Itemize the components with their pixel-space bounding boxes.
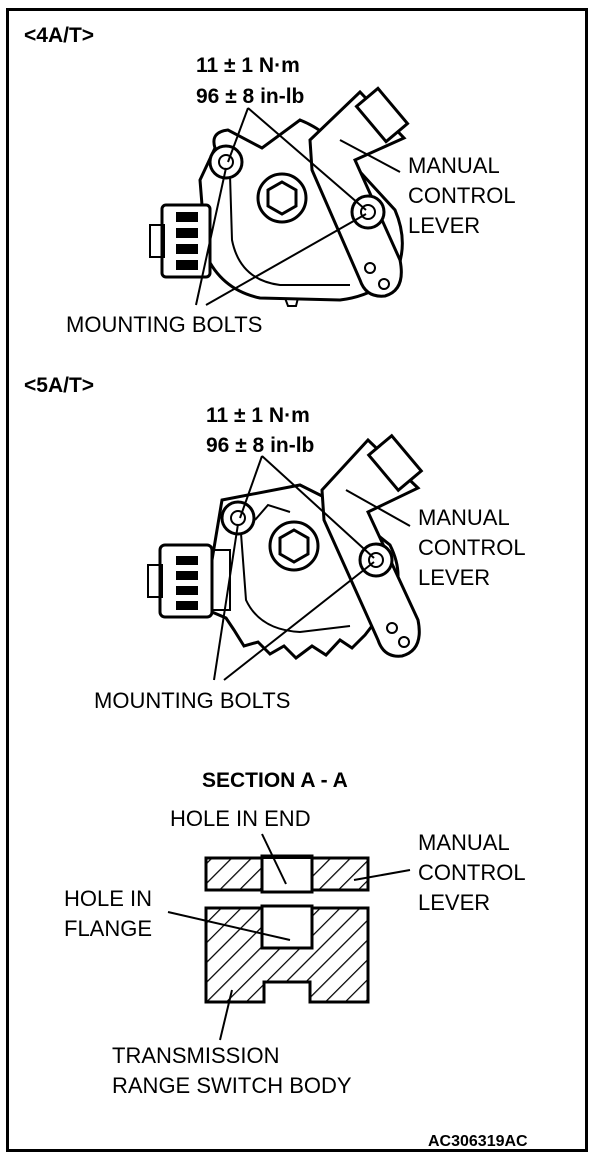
aa-lever-label-line1: MANUAL (418, 830, 510, 855)
diagram-5at: <5A/T> 11 ± 1 N·m 96 ± 8 in-lb (24, 374, 526, 713)
section-aa-title: SECTION A - A (202, 769, 348, 792)
lever-label-5at-line3: LEVER (418, 565, 490, 590)
center-nut-4at (256, 172, 308, 224)
aa-lever-label-line3: LEVER (418, 890, 490, 915)
body-label-line1: TRANSMISSION (112, 1043, 279, 1068)
torque-inlb-4at: 96 ± 8 in-lb (196, 85, 304, 108)
lever-label-4at-line1: MANUAL (408, 153, 500, 178)
aa-lever-label-line2: CONTROL (418, 860, 526, 885)
bolts-label-5at: MOUNTING BOLTS (94, 688, 290, 713)
center-nut-5at (268, 520, 320, 572)
lever-label-4at-line2: CONTROL (408, 183, 516, 208)
hole-in-flange (260, 904, 314, 950)
mounting-bolt-left-5at (220, 500, 256, 536)
hole-in-end-label: HOLE IN END (170, 806, 311, 831)
connector-4at (149, 203, 212, 279)
hole-in-flange-label-line1: HOLE IN (64, 886, 152, 911)
hole-in-end (260, 854, 314, 894)
heading-5at: <5A/T> (24, 374, 94, 397)
torque-nm-5at: 11 ± 1 N·m (206, 404, 310, 427)
bolts-label-4at: MOUNTING BOLTS (66, 312, 262, 337)
diagram-4at: <4A/T> 11 ± 1 N·m 96 ± 8 in-lb (24, 24, 516, 337)
figure-id: AC306319AC (428, 1133, 528, 1150)
section-aa: SECTION A - A HOLE IN END MANUAL CONTROL… (64, 769, 526, 1098)
body-label-line2: RANGE SWITCH BODY (112, 1073, 352, 1098)
hole-in-flange-label-line2: FLANGE (64, 916, 152, 941)
lever-label-5at-line1: MANUAL (418, 505, 510, 530)
connector-5at (147, 543, 231, 619)
torque-inlb-5at: 96 ± 8 in-lb (206, 434, 314, 457)
torque-nm-4at: 11 ± 1 N·m (196, 54, 300, 77)
lever-label-5at-line2: CONTROL (418, 535, 526, 560)
heading-4at: <4A/T> (24, 24, 94, 47)
manual-control-lever-4at (308, 89, 407, 298)
switch-body-cross-section (204, 906, 370, 1004)
lever-label-4at-line3: LEVER (408, 213, 480, 238)
mounting-bolt-left-4at (208, 144, 244, 180)
